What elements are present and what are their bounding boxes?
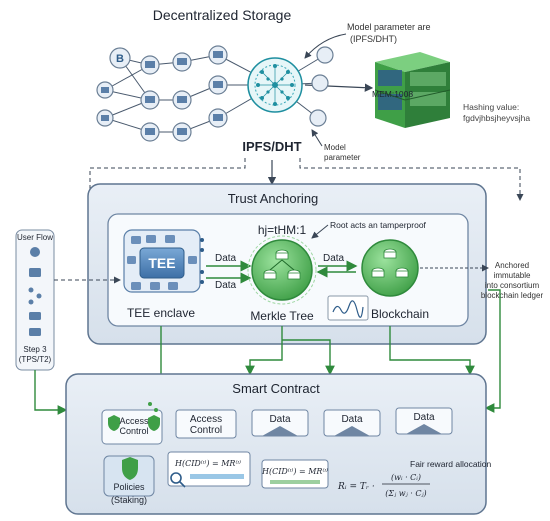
tee-enclave [123,229,204,293]
step-line2: (TPS/T2) [19,355,52,364]
signature-icon [327,295,369,321]
user-flow-icons [28,247,42,336]
merkle-tree-label: Merkle Tree [250,309,314,323]
blockchain-icon [361,239,419,297]
access1-line1: Access [119,416,149,426]
root-note: Root acts an tamperproof [330,220,427,230]
model-param-line1: Model [324,143,346,152]
formula-1: H(CID⁽ᶦ⁾) = MR⁽ᶦ⁾ [174,459,241,468]
policies-line1: Policies [113,482,145,492]
access-control-shield [101,402,163,445]
data-box-b [323,409,381,437]
policies-line2: (Staking) [111,495,147,505]
step-line1: Step 3 [23,345,47,354]
data-box-a-label: Data [269,414,291,425]
smart-contract-title: Smart Contract [232,381,320,396]
anchored-line2: immutable [494,271,531,280]
storage-note-line2: (IPFS/DHT) [350,34,397,44]
mem-label: MEM:1008 [372,89,413,99]
magnifier-icon [170,472,186,488]
formula-2: H(CID⁽ᶦ⁾) = MR⁽ᶦ⁾ [261,467,328,476]
anchored-line4: blockchain ledger [481,291,544,300]
storage-node-icons [96,45,334,142]
anchored-line3: into consortium [485,281,540,290]
trust-title: Trust Anchoring [228,191,319,206]
server-stack-icon [374,52,451,128]
storage-title: Decentralized Storage [153,7,292,23]
storage-node: B [109,47,131,69]
access-control-box [175,409,237,439]
access2-line2: Control [190,425,222,436]
ipfs-globe-icon [247,57,303,113]
anchored-line1: Anchored [495,261,529,270]
reward-title: Fair reward allocation [410,459,492,469]
access1-line2: Control [119,426,148,436]
storage-note-line1: Model parameter are [347,22,431,32]
data-label-1: Data [215,253,237,264]
model-param-line2: parameter [324,153,361,162]
merkle-tree-icon [247,235,317,305]
reward-lhs: Rᵢ = Tᵣ · [337,482,375,492]
reward-denominator: (Σⱼ wⱼ · Cⱼ) [385,489,426,498]
data-label-2: Data [215,280,237,291]
node-glyph: B [116,53,124,65]
access2-line1: Access [190,414,222,425]
blockchain-label: Blockchain [371,307,429,321]
data-label-3: Data [323,253,345,264]
policies-shield-icon [103,455,155,497]
user-flow-title: User Flow [17,233,53,242]
hash-line1: Hashing value: [463,102,519,112]
ipfs-hub-label: IPFS/DHT [242,139,301,154]
hash-equation: hj=tHM:1 [258,223,307,237]
tee-enclave-label: TEE enclave [127,306,195,320]
data-box-a [251,409,309,437]
tee-box-label: TEE [148,255,175,271]
data-box-c [395,407,453,435]
hash-line2: fgdvjhbsjheyvsjha [463,113,530,123]
reward-numerator: (wᵢ · Cᵢ) [391,473,421,482]
data-box-b-label: Data [341,414,363,425]
data-box-c-label: Data [413,412,435,423]
